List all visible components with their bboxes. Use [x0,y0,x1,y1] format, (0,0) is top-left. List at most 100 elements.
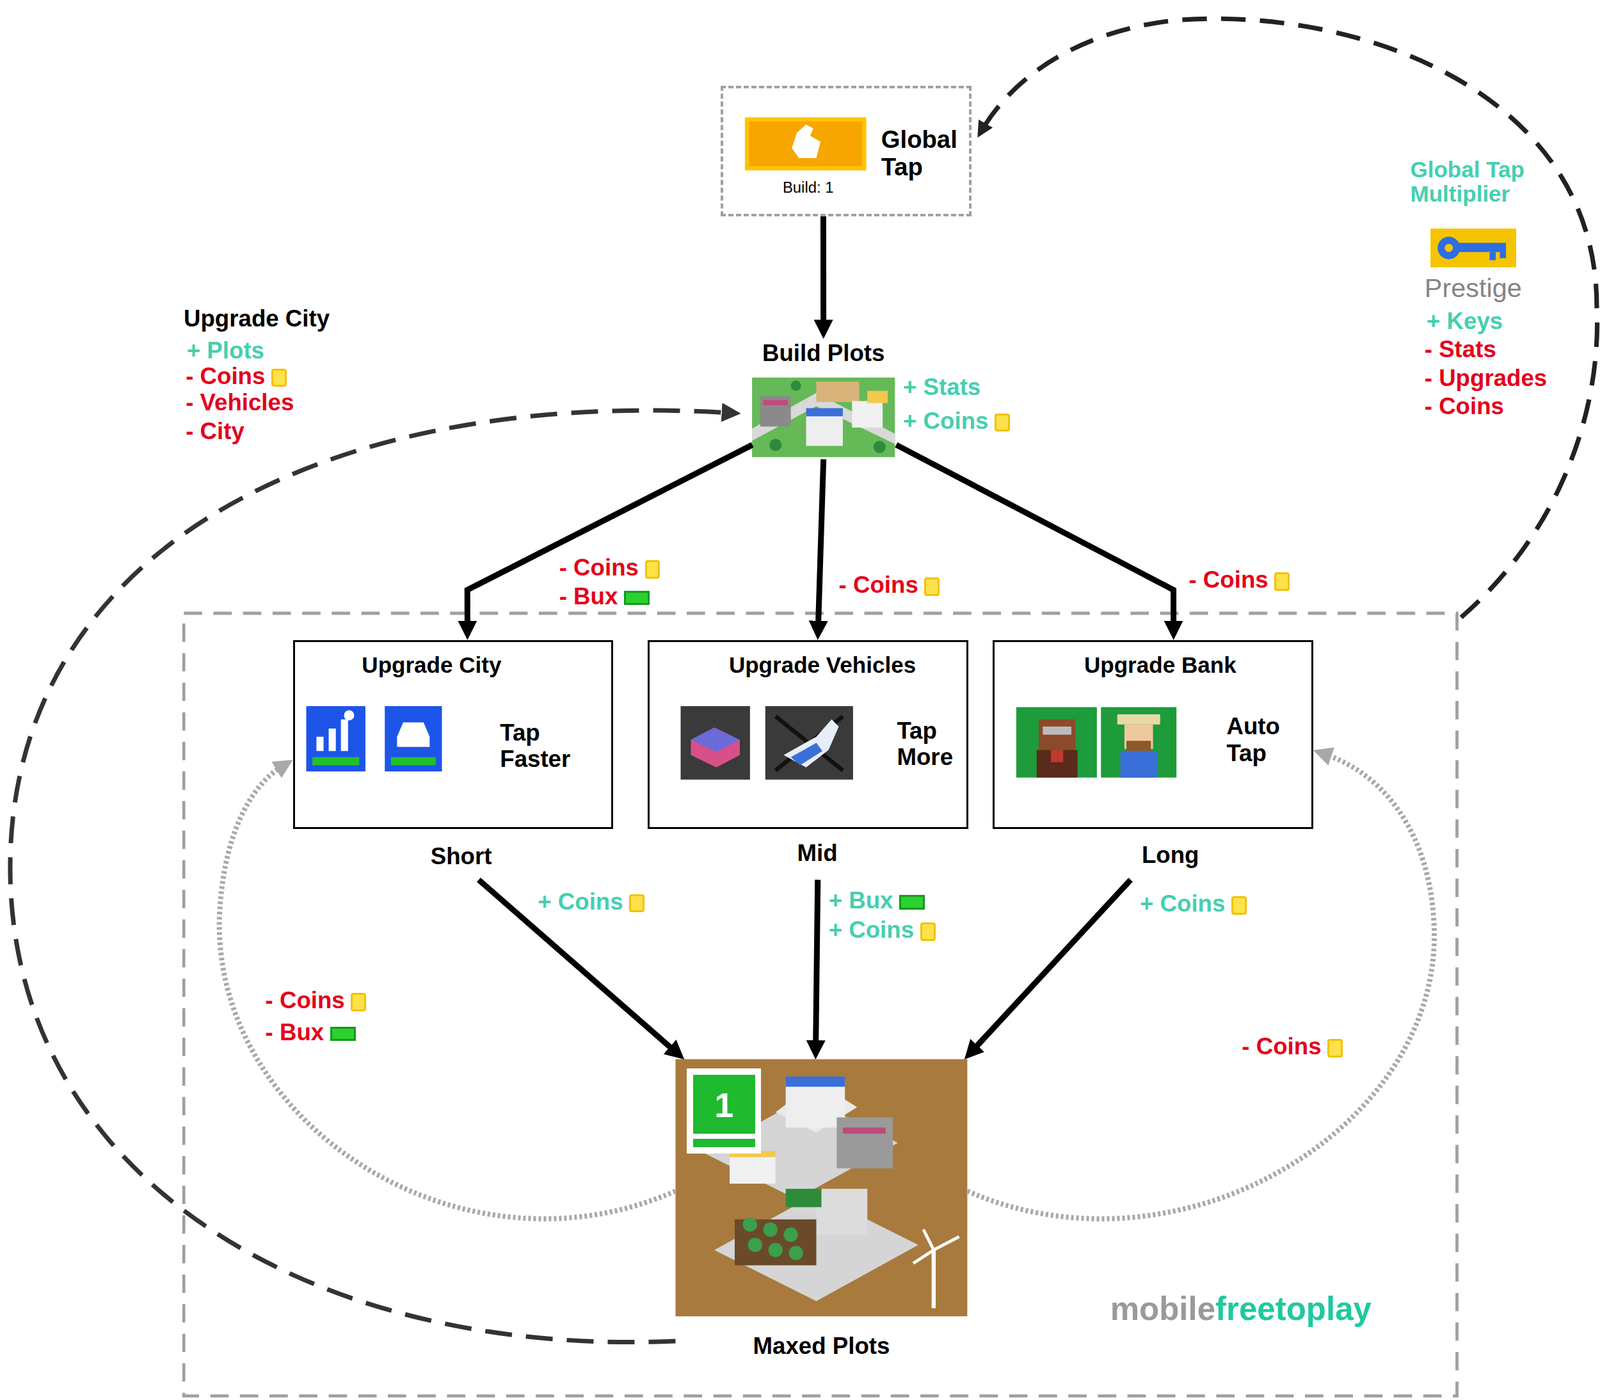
label-text: - Coins [1188,566,1268,593]
label: + Coins [537,888,645,915]
node-text: Mid [750,839,885,866]
dotted-loop [219,766,676,1219]
label-text: - Coins [185,362,265,390]
coin-icon [924,577,940,596]
label: - Coins [1188,567,1290,593]
flow-arrow [972,879,1131,1050]
label: - Upgrades [1424,365,1547,392]
label: - Coins [839,572,941,598]
label-text: + Coins [1139,890,1225,917]
tap-icon [746,119,864,169]
label-text: + Bux [828,887,894,914]
coin-icon [920,922,936,941]
coin-icon [350,992,367,1012]
label: - Coins [559,554,661,581]
node-text: 1 [686,1085,761,1125]
label: - Coins [265,987,367,1014]
label-text: + Stats [903,373,981,400]
plots-image [752,377,895,457]
label: - Coins [185,363,287,390]
node-text: Upgrade Vehicles [668,652,977,678]
label: Global Tap Multiplier [1409,157,1545,207]
upgrade-box: Upgrade BankAuto TapLong [992,640,1314,880]
label-text: Prestige [1424,272,1522,303]
coin-icon [645,560,661,579]
label-text: Upgrade City [183,305,330,332]
node-text: Upgrade Bank [1007,652,1314,678]
label-text: - Bux [265,1018,325,1046]
key-icon [1430,228,1517,268]
label-text: - Coins [265,986,345,1014]
label: - Coins [1241,1033,1343,1060]
tap-box: Build: 1Global Tap [720,85,972,217]
label: - Bux [559,583,650,610]
label: + Plots [186,337,265,364]
coin-icon [1231,896,1247,915]
label: - Bux [265,1019,356,1046]
label: + Coins [828,917,936,943]
coin-icon [629,894,645,913]
upgrade-box: Upgrade VehiclesTap MoreMid [647,640,969,880]
label: Prestige [1424,273,1522,303]
node-text: Auto Tap [1226,712,1309,766]
node-text: Build Plots [741,339,907,367]
coin-icon [994,413,1010,432]
badge-bar [693,1138,756,1147]
label: - Stats [1424,336,1497,363]
dotted-loop [967,753,1435,1218]
upgrade-box: Upgrade CityTap FasterShort [293,640,614,880]
label: + Coins [1139,890,1247,917]
maxed-image [675,1059,968,1317]
label: freetoplay [1215,1290,1372,1327]
label-text: - Bux [559,583,619,610]
node-text: Upgrade City [293,652,571,678]
loop-arrow [10,410,729,1342]
label: mobile [1110,1290,1216,1327]
label-text: - Coins [1424,392,1504,420]
node-text: Global Tap [881,126,969,182]
label-text: Global Tap Multiplier [1409,156,1525,207]
label-text: - Coins [839,571,919,598]
label-text: freetoplay [1215,1290,1372,1327]
label: - Vehicles [185,389,294,416]
node-text: Long [1109,841,1232,868]
node-text: Tap More [896,717,966,770]
label-text: - Coins [559,554,639,581]
bux-icon [624,590,650,605]
label-text: + Plots [186,337,265,364]
region-outline [183,613,1457,1396]
label: + Coins [903,408,1010,434]
label: - Coins [1424,393,1504,420]
label-text: - Stats [1424,336,1497,363]
label-text: - Vehicles [185,389,294,416]
label: + Bux [828,887,925,914]
label-text: - City [185,417,245,445]
bux-icon [899,894,925,909]
label-text: + Coins [537,888,623,915]
flow-arrow [467,444,752,628]
label: + Stats [903,374,981,400]
node-text: Tap Faster [499,719,602,772]
label: Upgrade City [183,305,330,332]
city-icons [305,705,442,772]
label-text: mobile [1110,1290,1216,1327]
node-text: Maxed Plots [675,1332,968,1359]
label-text: + Keys [1426,307,1503,335]
coin-icon [1274,572,1290,591]
flow-arrow [478,879,675,1051]
label-text: + Coins [828,916,914,943]
plots-node: Build Plots [741,338,907,459]
flow-arrow [816,879,818,1047]
label-text: - Upgrades [1424,364,1547,392]
vehicle-icons [680,705,853,780]
coin-icon [271,368,287,388]
bux-icon [330,1026,356,1041]
flow-arrow [896,444,1174,628]
node-text: Short [400,842,523,870]
coin-icon [1327,1038,1343,1058]
bank-icons [1016,707,1177,778]
label: - City [185,418,245,445]
